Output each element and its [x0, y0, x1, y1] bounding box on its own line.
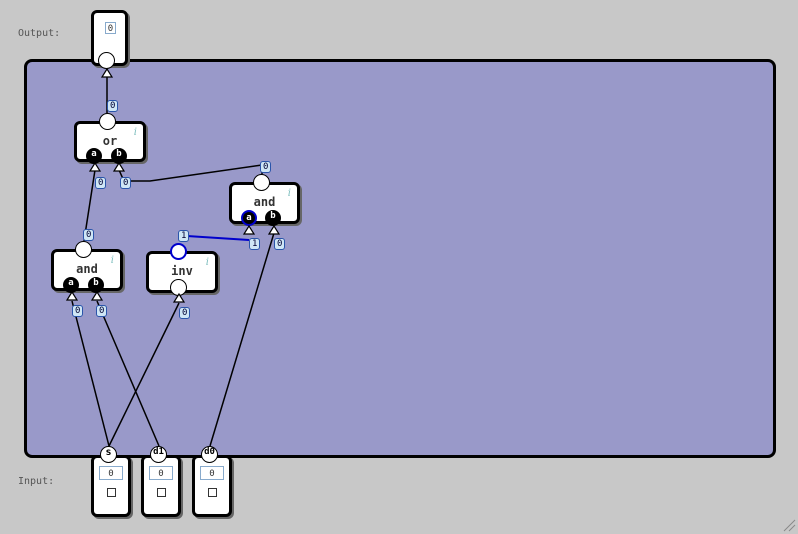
resize-handle-icon[interactable]	[782, 518, 796, 532]
input-d1-pin-label: d1	[153, 447, 164, 457]
input-s-pin-label: s	[105, 447, 112, 458]
input-section-label: Input:	[18, 476, 55, 487]
or-gate-label: or	[102, 134, 118, 148]
input-d0-pin-label: d0	[204, 447, 215, 457]
input-d0-pin[interactable]: d0	[201, 446, 218, 463]
badge-or-a: 0	[95, 177, 107, 189]
wire-d0-to-and-upper-b	[209, 232, 275, 447]
or-gate-input-a-label: a	[91, 149, 97, 159]
output-pin[interactable]	[98, 52, 115, 69]
and-gate-upper-label: and	[253, 195, 276, 209]
inv-gate-info-icon[interactable]: i	[205, 257, 209, 268]
or-gate-input-b[interactable]: b	[111, 148, 127, 164]
output-value: 0	[105, 22, 116, 34]
input-d1-value[interactable]: 0	[149, 466, 173, 480]
badge-or-b: 0	[120, 177, 132, 189]
inv-gate-label: inv	[171, 264, 193, 278]
input-d0-node[interactable]: 0	[192, 455, 232, 517]
input-d0-toggle-checkbox[interactable]	[208, 488, 217, 497]
or-gate-input-a[interactable]: a	[86, 148, 102, 164]
input-s-toggle-checkbox[interactable]	[107, 488, 116, 497]
and-gate-lower-output-pin[interactable]	[75, 241, 92, 258]
wire-s-to-and-lower-a	[71, 300, 110, 447]
and-gate-upper-input-a-label: a	[246, 213, 252, 223]
or-gate-info-icon[interactable]: i	[133, 127, 137, 138]
wire-s-to-inv	[108, 302, 180, 447]
and-gate-lower-input-a[interactable]: a	[63, 277, 79, 293]
input-s-node[interactable]: 0	[91, 455, 131, 517]
wire-d1-to-and-lower-b	[96, 300, 160, 447]
badge-and-upper-b: 0	[274, 238, 286, 250]
arrow-and-upper-a	[242, 224, 256, 235]
input-d0-value[interactable]: 0	[200, 466, 224, 480]
output-section-label: Output:	[18, 28, 61, 39]
badge-and-lower-a: 0	[72, 305, 84, 317]
and-gate-upper-output-pin[interactable]	[253, 174, 270, 191]
and-gate-upper-input-b[interactable]: b	[265, 210, 281, 226]
badge-and-upper-a: 1	[249, 238, 261, 250]
wire-inv-to-and-upper-a	[186, 235, 250, 241]
badge-inv-input: 0	[179, 307, 191, 319]
input-d1-pin[interactable]: d1	[150, 446, 167, 463]
arrow-and-lower-b	[90, 290, 104, 301]
inv-gate-output-pin[interactable]	[170, 243, 187, 260]
badge-or-output: 0	[107, 100, 119, 112]
input-d1-toggle-checkbox[interactable]	[157, 488, 166, 497]
and-gate-upper-input-b-label: b	[270, 211, 276, 221]
badge-and-lower-b: 0	[96, 305, 108, 317]
wire-and-upper-to-or-b	[118, 164, 263, 182]
input-s-value[interactable]: 0	[99, 466, 123, 480]
badge-inv-output: 1	[178, 230, 190, 242]
and-gate-lower-input-a-label: a	[68, 278, 74, 288]
and-gate-lower-input-b[interactable]: b	[88, 277, 104, 293]
badge-and-lower-output: 0	[83, 229, 95, 241]
and-gate-lower-input-b-label: b	[93, 278, 99, 288]
and-gate-lower-info-icon[interactable]: i	[110, 255, 114, 266]
arrow-and-lower-a	[65, 290, 79, 301]
arrow-output-in	[100, 67, 114, 78]
and-gate-lower-label: and	[76, 262, 98, 276]
or-gate-input-b-label: b	[116, 149, 122, 159]
badge-and-upper-output: 0	[260, 161, 272, 173]
arrow-or-a	[88, 161, 102, 172]
arrow-or-b	[112, 161, 126, 172]
or-gate-output-pin[interactable]	[99, 113, 116, 130]
input-s-pin[interactable]: s	[100, 446, 117, 463]
arrow-and-upper-b	[267, 224, 281, 235]
and-gate-upper-info-icon[interactable]: i	[287, 188, 291, 199]
arrow-inv-in	[172, 292, 186, 303]
